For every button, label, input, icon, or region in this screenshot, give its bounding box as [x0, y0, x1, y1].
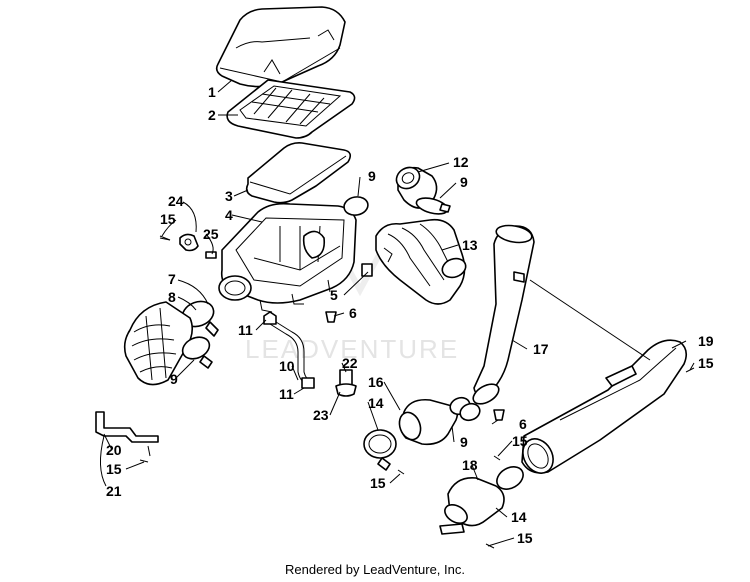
callout-18: 18 — [462, 457, 478, 473]
callout-15e: 15 — [517, 530, 533, 546]
callouts: 1 2 3 4 5 6 6 7 8 9 9 9 9 10 11 11 12 13… — [106, 84, 714, 546]
callout-6b: 6 — [519, 416, 527, 432]
callout-24: 24 — [168, 193, 184, 209]
lid-gasket — [226, 79, 356, 139]
callout-9b: 9 — [460, 174, 468, 190]
callout-25: 25 — [203, 226, 219, 242]
airbox-lid — [215, 6, 346, 88]
outlet-elbow — [343, 166, 451, 216]
parts-diagram: LEADVENTURE — [95, 6, 714, 549]
callout-14a: 14 — [368, 395, 384, 411]
callout-14b: 14 — [511, 509, 527, 525]
callout-7: 7 — [168, 271, 176, 287]
callout-6: 6 — [349, 305, 357, 321]
callout-15c: 15 — [370, 475, 386, 491]
callout-11b: 11 — [279, 386, 294, 402]
callout-3: 3 — [225, 188, 233, 204]
callout-12: 12 — [453, 154, 469, 170]
callout-15d: 15 — [512, 433, 528, 449]
callout-22: 22 — [342, 355, 358, 371]
callout-1: 1 — [208, 84, 216, 100]
callout-9c: 9 — [170, 371, 178, 387]
callout-19: 19 — [698, 333, 714, 349]
intake-tube — [472, 224, 535, 405]
coupler — [398, 396, 481, 446]
drain-hose — [263, 311, 357, 397]
callout-15f: 15 — [698, 355, 714, 371]
airbox-body — [218, 202, 357, 313]
intake-boot — [123, 300, 219, 386]
callout-17: 17 — [533, 341, 549, 357]
support-bracket — [95, 411, 159, 457]
callout-21: 21 — [106, 483, 122, 499]
airbox-fasteners — [325, 263, 505, 421]
callout-9a: 9 — [368, 168, 376, 184]
callout-20: 20 — [106, 442, 122, 458]
watermark-text: LEADVENTURE — [245, 334, 459, 364]
clamp-left — [363, 429, 397, 471]
callout-8: 8 — [168, 289, 176, 305]
callout-9d: 9 — [460, 434, 468, 450]
air-filter — [245, 142, 352, 204]
mount-bracket — [159, 233, 217, 259]
callout-16: 16 — [368, 374, 384, 390]
callout-23: 23 — [313, 407, 329, 423]
lower-elbow — [439, 466, 524, 535]
callout-5: 5 — [330, 287, 338, 303]
callout-11a: 11 — [238, 322, 253, 338]
callout-4: 4 — [225, 207, 233, 223]
callout-10: 10 — [279, 358, 295, 374]
callout-2: 2 — [208, 107, 216, 123]
callout-13: 13 — [462, 237, 478, 253]
leader-lines — [100, 79, 695, 547]
cvt-duct — [521, 279, 688, 474]
callout-15a: 15 — [160, 211, 176, 227]
callout-15b: 15 — [106, 461, 122, 477]
credit-text: Rendered by LeadVenture, Inc. — [285, 562, 465, 577]
resonator — [375, 218, 467, 305]
